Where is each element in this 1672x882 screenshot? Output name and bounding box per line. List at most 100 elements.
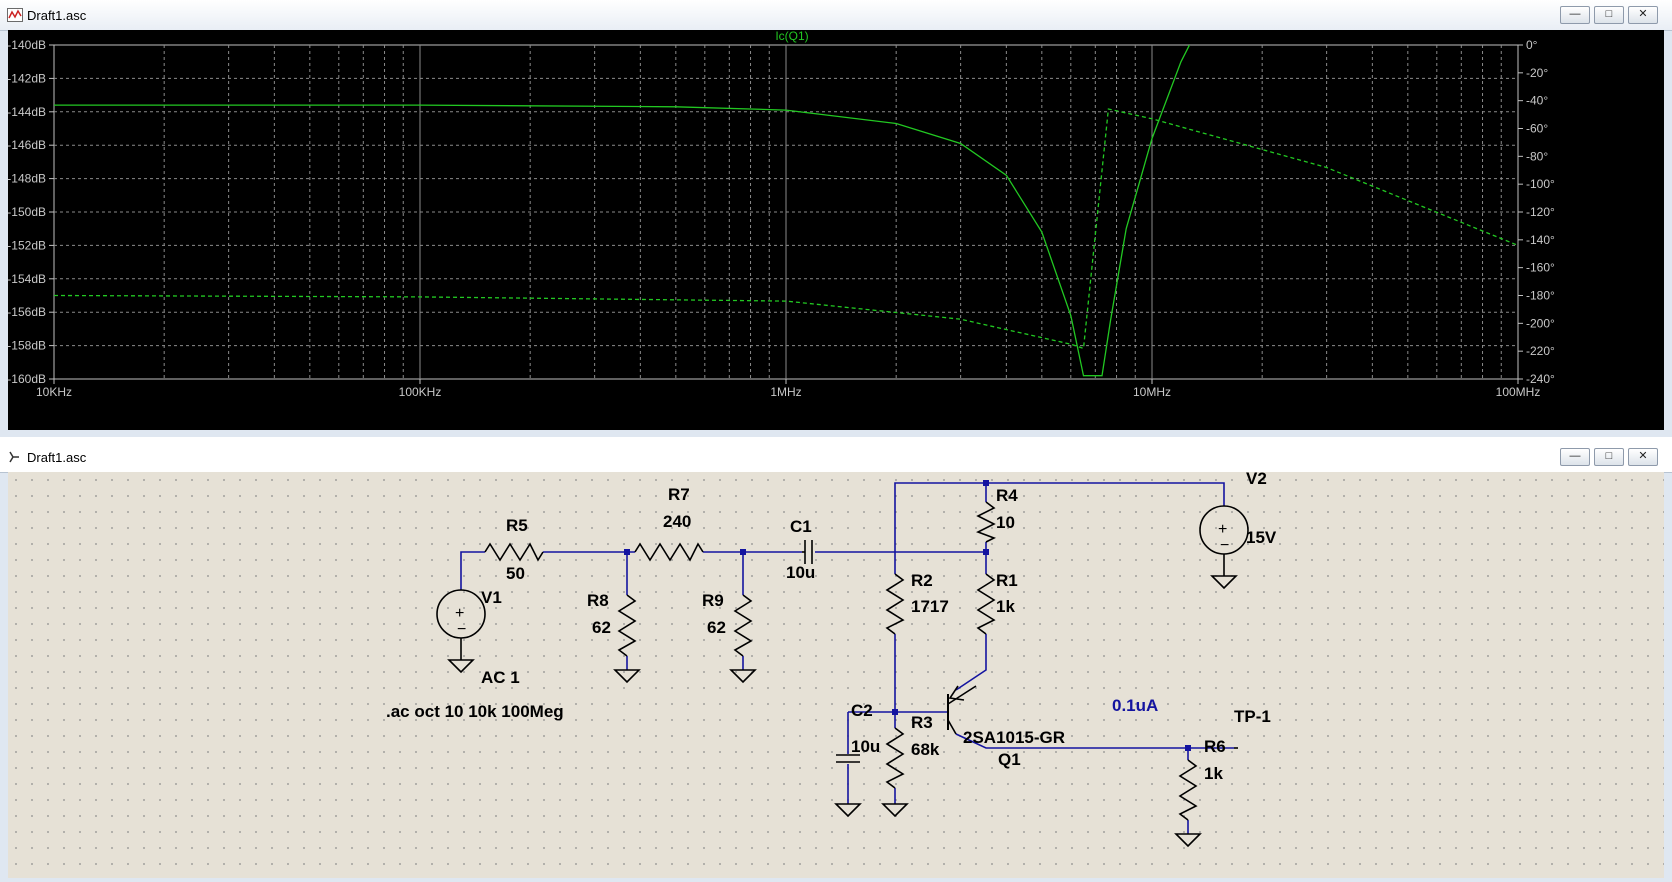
y-tick-label: -156dB	[8, 305, 46, 319]
schematic-icon	[9, 451, 19, 463]
x-tick-label: 10KHz	[36, 385, 72, 399]
y-tick-label: -146dB	[8, 138, 46, 152]
minimize-button[interactable]: —	[1560, 448, 1590, 466]
waveform-titlebar[interactable]: Draft1.asc — □ ✕	[0, 0, 1672, 31]
ground-icon	[613, 669, 641, 684]
label-r2-value: 1717	[911, 597, 949, 616]
components[interactable]	[436, 501, 1249, 848]
resistor-r8	[617, 594, 637, 657]
resistor-r4	[976, 501, 996, 543]
minimize-button[interactable]: —	[1560, 6, 1590, 24]
waveform-icon	[7, 8, 23, 22]
y-tick-label: -158dB	[8, 339, 46, 353]
schematic-titlebar[interactable]: Draft1.asc — □ ✕	[0, 442, 1672, 473]
y2-tick-label: -20°	[1526, 66, 1548, 80]
trace-label-ic-q1[interactable]: Ic(Q1)	[775, 30, 808, 43]
maximize-button[interactable]: □	[1594, 6, 1624, 24]
resistor-r7	[634, 542, 704, 562]
label-r9-name: R9	[702, 591, 724, 610]
schematic-drawing[interactable]: +− +− R5 50 R7 240 C1 10u R4 10 R1 1k R2…	[8, 472, 1664, 878]
y2-tick-label: -240°	[1526, 372, 1555, 386]
label-r9-value: 62	[707, 618, 726, 637]
spice-directive[interactable]: .ac oct 10 10k 100Meg	[386, 702, 564, 721]
label-c2-value: 10u	[851, 737, 880, 756]
svg-text:+: +	[1218, 521, 1227, 538]
trace-phase	[54, 108, 1518, 350]
x-tick-label: 1MHz	[770, 385, 801, 399]
label-v1-name: V1	[481, 588, 502, 607]
y2-tick-label: -180°	[1526, 289, 1555, 303]
label-q1-model: 2SA1015-GR	[963, 728, 1065, 747]
ground-icon	[447, 659, 475, 674]
junction-dots	[624, 480, 1191, 751]
label-v2-name: V2	[1246, 472, 1267, 488]
grid-dots	[8, 472, 1664, 878]
resistor-r2	[885, 573, 905, 635]
resistor-r6	[1178, 759, 1198, 821]
label-r3-value: 68k	[911, 740, 940, 759]
resistor-r5	[484, 542, 544, 562]
label-r6-value: 1k	[1204, 764, 1223, 783]
y2-tick-label: -120°	[1526, 205, 1555, 219]
label-v1-value: AC 1	[481, 668, 520, 687]
source-signs: +− +−	[455, 521, 1229, 638]
maximize-button[interactable]: □	[1594, 448, 1624, 466]
label-v2-value: 15V	[1246, 528, 1277, 547]
y-tick-label: -140dB	[8, 38, 46, 52]
y-tick-label: -152dB	[8, 238, 46, 252]
y2-tick-label: -80°	[1526, 149, 1548, 163]
close-button[interactable]: ✕	[1628, 6, 1658, 24]
label-r4-value: 10	[996, 513, 1015, 532]
x-tick-label: 100MHz	[1496, 385, 1541, 399]
waveform-window-title: Draft1.asc	[27, 8, 87, 23]
label-r2-name: R2	[911, 571, 933, 590]
bode-plot[interactable]: -140dB-142dB-144dB-146dB-148dB-150dB-152…	[8, 30, 1664, 430]
y-tick-label: -142dB	[8, 71, 46, 85]
probe-current-readout: 0.1uA	[1112, 696, 1158, 715]
resistor-r1	[976, 573, 996, 635]
plot-grid	[49, 44, 1523, 384]
label-c1-value: 10u	[786, 563, 815, 582]
net-label-tp1[interactable]: TP-1	[1234, 707, 1271, 726]
wires[interactable]	[460, 482, 1234, 834]
y2-tick-label: -140°	[1526, 233, 1555, 247]
ground-icon	[729, 669, 757, 684]
ground-icon	[834, 803, 862, 818]
label-r8-name: R8	[587, 591, 609, 610]
svg-text:−: −	[1220, 537, 1229, 554]
label-q1-name: Q1	[998, 750, 1021, 769]
x-tick-label: 100KHz	[399, 385, 442, 399]
schematic-window-title: Draft1.asc	[27, 450, 87, 465]
resistor-r9	[733, 594, 753, 657]
y-tick-label: -150dB	[8, 205, 46, 219]
label-r1-value: 1k	[996, 597, 1015, 616]
label-r7-value: 240	[663, 512, 691, 531]
y-tick-label: -160dB	[8, 372, 46, 386]
svg-text:+: +	[455, 605, 464, 622]
label-c1-name: C1	[790, 517, 812, 536]
label-r7-name: R7	[668, 485, 690, 504]
label-c2-name: C2	[851, 701, 873, 720]
label-r1-name: R1	[996, 571, 1018, 590]
y2-tick-label: -100°	[1526, 177, 1555, 191]
plot-pane[interactable]: -140dB-142dB-144dB-146dB-148dB-150dB-152…	[8, 30, 1664, 430]
schematic-canvas[interactable]: +− +− R5 50 R7 240 C1 10u R4 10 R1 1k R2…	[8, 472, 1664, 878]
plot-tick-labels: -140dB-142dB-144dB-146dB-148dB-150dB-152…	[8, 38, 1555, 399]
label-r8-value: 62	[592, 618, 611, 637]
y2-tick-label: -220°	[1526, 344, 1555, 358]
resistor-r3	[885, 727, 905, 789]
trace-magnitude	[54, 45, 1191, 377]
y-tick-label: -148dB	[8, 172, 46, 186]
y2-tick-label: 0°	[1526, 38, 1538, 52]
ground-icon	[1174, 833, 1202, 848]
y2-tick-label: -160°	[1526, 261, 1555, 275]
x-tick-label: 10MHz	[1133, 385, 1171, 399]
y2-tick-label: -40°	[1526, 94, 1548, 108]
label-r5-value: 50	[506, 564, 525, 583]
svg-text:−: −	[457, 621, 466, 638]
y2-tick-label: -60°	[1526, 122, 1548, 136]
label-r6-name: R6	[1204, 737, 1226, 756]
y2-tick-label: -200°	[1526, 316, 1555, 330]
label-r4-name: R4	[996, 486, 1018, 505]
close-button[interactable]: ✕	[1628, 448, 1658, 466]
